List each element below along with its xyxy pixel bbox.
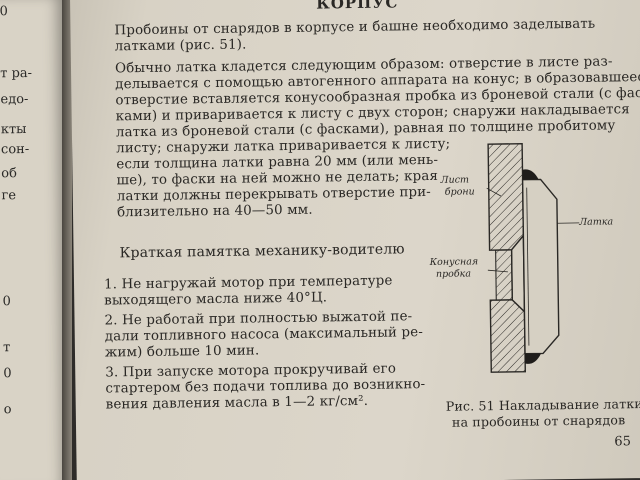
memo-line: стартером без подачи топлива до возникно… (105, 377, 426, 397)
figure-label-patch: Латка (579, 216, 614, 228)
figure-label-sheet: брони (444, 186, 475, 198)
left-page-fragment: 0 (2, 294, 11, 310)
left-page-fragment: об (1, 166, 17, 182)
memo-line: 1. Не нагружай мотор при температуре (103, 273, 393, 293)
conical-plug (510, 233, 526, 314)
left-page-fragment: т (3, 340, 11, 356)
armor-sheet-lower (489, 299, 526, 373)
patch-diagram-svg (486, 142, 580, 373)
left-page-fragment: 0 (0, 4, 8, 20)
memo-line: дали топливного насоса (максимальный ре- (104, 325, 424, 345)
figure-label-plug: пробка (435, 268, 472, 280)
left-page-fragment: 0 (3, 366, 12, 382)
left-page-fragment: о (3, 402, 12, 418)
page-number: 65 (614, 434, 632, 450)
body-line: латки должны перекрывать отверстие при- (116, 184, 432, 205)
figure-label-plug: Конусная (429, 256, 479, 269)
book-gutter (62, 0, 72, 480)
body-line: латками (рис. 51). (114, 37, 247, 55)
left-page-fragment: едо- (0, 91, 29, 108)
left-page-fragment: т ра- (0, 65, 33, 82)
memo-line: вения давления масла в 1—2 кг/см². (105, 393, 369, 413)
page-header: КОРПУС (316, 0, 399, 13)
armor-sheet-upper (487, 142, 525, 251)
right-page: КОРПУС Пробоины от снарядов в корпусе и … (70, 0, 640, 480)
memo-line: жим) больше 10 мин. (104, 343, 260, 361)
left-page-fragment: кты (0, 122, 27, 138)
left-page-fragment: сон- (0, 141, 30, 158)
figure-patch-diagram (480, 139, 593, 391)
left-page-fragment: ге (1, 188, 17, 204)
weld-bead-top (522, 169, 539, 180)
figure-caption: Рис. 51 Накладывание латки (445, 396, 640, 414)
body-line: Пробоины от снарядов в корпусе и башне н… (114, 16, 596, 39)
figure-label-sheet: Лист (440, 174, 470, 186)
memo-line: выходящего масла ниже 40°Ц. (104, 290, 328, 309)
memo-title: Краткая памятка механику-водителю (119, 241, 405, 262)
figure-caption: на пробоины от снарядов (451, 412, 626, 430)
weld-bead-bottom (525, 353, 542, 364)
body-line: близительно на 40—50 мм. (116, 202, 313, 221)
left-page-edge: 0 т ра- едо- кты сон- об ге 0 т 0 о (0, 0, 71, 480)
